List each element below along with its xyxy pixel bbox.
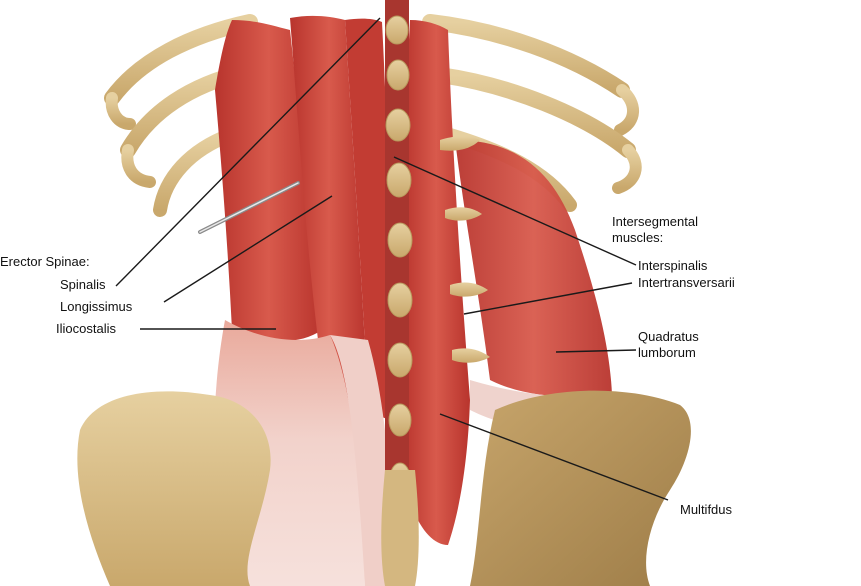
left-iliac-bone: [77, 391, 271, 586]
interspinalis-leader: [393, 156, 637, 266]
sacrum: [381, 470, 419, 586]
quadratus-label-line2: lumborum: [638, 345, 696, 360]
erector-spinae-heading: Erector Spinae:: [0, 254, 90, 269]
longissimus-leader: [163, 195, 333, 303]
right-iliac-bone: [470, 390, 691, 586]
iliocostalis-label: Iliocostalis: [56, 321, 116, 336]
intersegmental-label-line2: muscles:: [612, 230, 664, 245]
multifidus-leader: [439, 413, 669, 501]
longissimus-label: Longissimus: [60, 299, 133, 314]
multifidus-muscle: [402, 20, 470, 545]
longissimus-muscle: [290, 15, 368, 402]
spinalis-leader: [115, 17, 381, 287]
quadratus-lumborum-muscle: [455, 140, 612, 397]
quadratus-label-line1: Quadratus: [638, 329, 699, 344]
quadratus-leader: [555, 349, 637, 353]
intertransversarii-label: Intertransversarii: [638, 275, 735, 290]
spinalis-label: Spinalis: [60, 277, 106, 292]
spinalis-muscle: [345, 18, 395, 421]
lower-tendon-sheet: [330, 335, 395, 586]
intertransversarii-leader: [463, 282, 633, 315]
multifidus-label: Multifdus: [680, 502, 733, 517]
intersegmental-label-line1: Intersegmental: [612, 214, 698, 229]
iliocostalis-muscle: [215, 20, 322, 342]
interspinalis-label: Interspinalis: [638, 258, 708, 273]
leader-lines: [115, 17, 669, 501]
